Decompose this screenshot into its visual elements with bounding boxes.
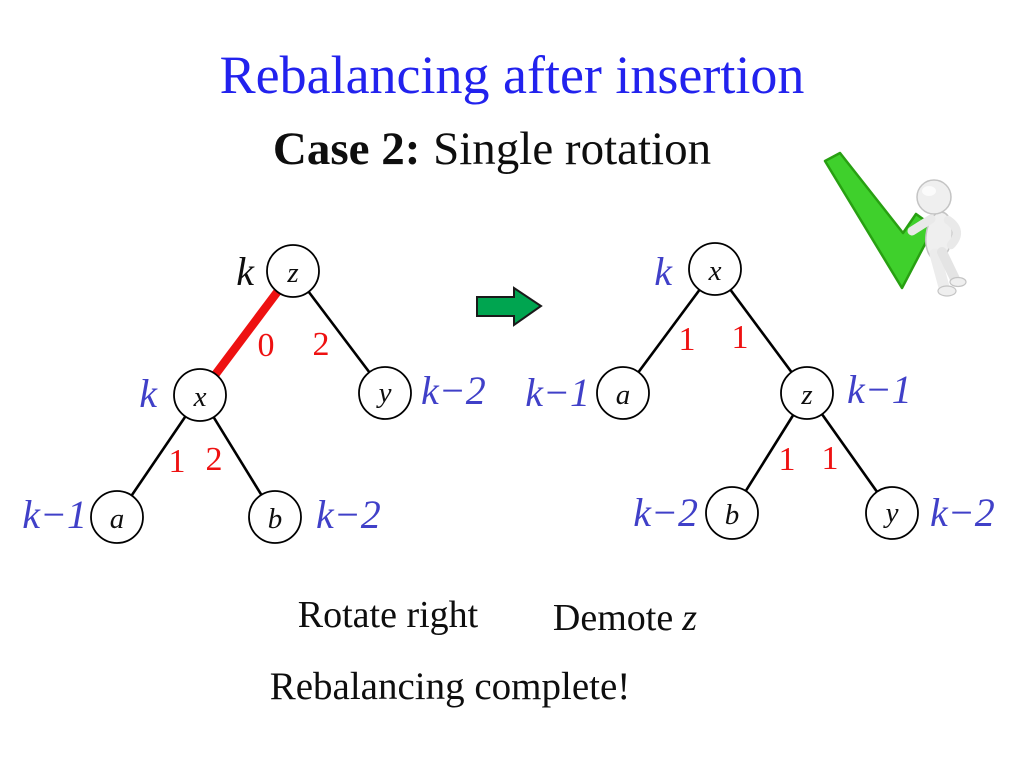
right-rank-a: k−1 [525, 370, 590, 415]
left-rank-x: k [139, 371, 158, 416]
right-node-a: a [596, 366, 650, 420]
right-node-x-circle [688, 242, 742, 296]
slide-title: Rebalancing after insertion [219, 45, 805, 105]
slide-subtitle: Case 2:Single rotation [273, 122, 711, 176]
left-node-z-circle [266, 244, 320, 298]
left-rank-z: k [236, 249, 255, 294]
right-node-z: z [780, 366, 834, 420]
subtitle-rest: Single rotation [433, 123, 712, 175]
left-node-a-label: a [110, 503, 125, 535]
left-node-x-label: x [193, 381, 207, 413]
right-node-b-circle [705, 486, 759, 540]
caption-demote-text: Demote [552, 597, 674, 639]
left-edge-num-xb: 2 [206, 441, 223, 478]
arrow-right-icon [476, 286, 543, 327]
left-node-z: z [266, 244, 320, 298]
left-node-y-label: y [376, 377, 392, 409]
right-edge-num-zy: 1 [822, 440, 839, 477]
right-node-a-label: a [616, 379, 631, 411]
caption-demote-variable: z [682, 597, 698, 639]
left-node-a: a [90, 490, 144, 544]
right-rank-y: k−2 [930, 490, 995, 535]
person-figure [907, 179, 967, 297]
left-tree: z x y a b k k k−2 k−1 k−2 [22, 244, 486, 544]
left-node-y-circle [358, 366, 412, 420]
right-node-x-label: x [708, 255, 722, 287]
left-rank-b: k−2 [316, 492, 381, 537]
right-edge-num-xa: 1 [679, 321, 696, 358]
left-rank-y: k−2 [421, 368, 486, 413]
right-node-z-label: z [800, 379, 812, 411]
left-edge-num-zx: 0 [258, 327, 275, 364]
left-node-y: y [358, 366, 412, 420]
right-node-z-circle [780, 366, 834, 420]
right-rank-b: k−2 [633, 490, 698, 535]
left-edge-num-xa: 1 [169, 443, 186, 480]
right-node-y-circle [865, 486, 919, 540]
right-edge-num-zb: 1 [779, 441, 796, 478]
left-node-x: x [173, 368, 227, 422]
checkmark-figure [823, 151, 967, 297]
right-edge-num-xz: 1 [732, 319, 749, 356]
left-node-b-label: b [268, 503, 283, 535]
caption-rotate-right: Rotate right [297, 594, 479, 636]
right-node-b-label: b [725, 499, 740, 531]
left-node-b: b [248, 490, 302, 544]
left-node-x-circle [173, 368, 227, 422]
left-rank-a: k−1 [22, 492, 87, 537]
right-node-y-label: y [883, 497, 899, 529]
left-edge-num-zy: 2 [313, 326, 330, 363]
right-rank-x: k [654, 249, 673, 294]
left-node-z-label: z [286, 257, 298, 289]
caption-rebalancing-complete: Rebalancing complete! [269, 665, 631, 708]
right-node-x: x [688, 242, 742, 296]
checkmark-icon [823, 151, 936, 290]
left-node-a-circle [90, 490, 144, 544]
subtitle-case-label: Case 2: [272, 123, 421, 175]
left-node-b-circle [248, 490, 302, 544]
right-rank-z: k−1 [847, 367, 912, 412]
right-node-a-circle [596, 366, 650, 420]
right-node-b: b [705, 486, 759, 540]
right-node-y: y [865, 486, 919, 540]
right-tree: x a z b y k k−1 k−1 k−2 k−2 [525, 242, 995, 540]
